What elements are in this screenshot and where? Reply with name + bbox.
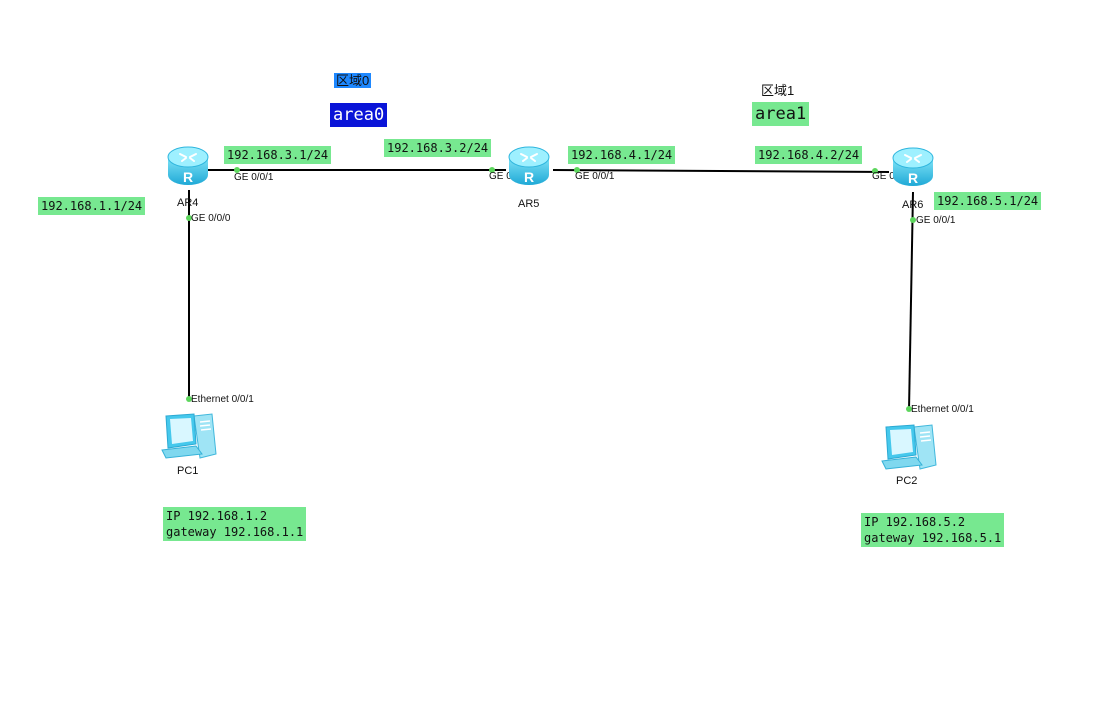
zone1-label: 区域1 bbox=[761, 83, 795, 98]
ip-label-ar4-ge000: 192.168.1.1/24 bbox=[38, 197, 146, 215]
device-name-ar6: AR6 bbox=[902, 199, 924, 211]
pc-pc1[interactable] bbox=[160, 410, 218, 460]
port-dot-ar6-ge001 bbox=[910, 217, 916, 223]
ip-label-ar4-ge001: 192.168.3.1/24 bbox=[224, 146, 332, 164]
zone0-label: 区域0 bbox=[334, 73, 372, 88]
ip-label-ar5-ge000: 192.168.3.2/24 bbox=[384, 139, 492, 157]
link-ar5-ar6 bbox=[552, 169, 890, 173]
device-name-ar5: AR5 bbox=[518, 198, 540, 210]
port-label-ar4-ge000: GE 0/0/0 bbox=[191, 213, 231, 224]
router-ar6[interactable]: R bbox=[889, 146, 937, 190]
port-label-ar4-ge001: GE 0/0/1 bbox=[234, 172, 274, 183]
area1-label: area1 bbox=[752, 102, 810, 126]
pc-pc2[interactable] bbox=[880, 421, 938, 471]
device-name-pc1: PC1 bbox=[177, 465, 199, 477]
port-label-ar6-ge000: GE 0/0/0 bbox=[872, 171, 912, 182]
router-icon: R bbox=[508, 146, 550, 185]
pc-icon bbox=[161, 413, 217, 459]
port-label-pc1-eth: Ethernet 0/0/1 bbox=[191, 394, 254, 405]
port-label-pc2-eth: Ethernet 0/0/1 bbox=[911, 404, 974, 415]
ip-label-ar6-ge000: 192.168.4.2/24 bbox=[755, 146, 863, 164]
port-label-ar5-ge000: GE 0/0/0 bbox=[489, 171, 529, 182]
router-ar5[interactable]: R bbox=[505, 145, 553, 189]
router-icon: R bbox=[167, 146, 209, 185]
pc1-info-label: IP 192.168.1.2 gateway 192.168.1.1 bbox=[163, 507, 307, 541]
svg-text:R: R bbox=[524, 169, 534, 185]
port-dot-ar5-ge001 bbox=[574, 167, 580, 173]
device-name-ar4: AR4 bbox=[177, 197, 199, 209]
pc-icon bbox=[881, 424, 937, 470]
port-dot-pc2-eth bbox=[906, 406, 912, 412]
port-dot-ar6-ge000 bbox=[872, 168, 878, 174]
svg-text:R: R bbox=[183, 169, 193, 185]
port-label-ar6-ge001: GE 0/0/1 bbox=[916, 215, 956, 226]
router-ar4[interactable]: R bbox=[164, 145, 212, 189]
port-dot-ar4-ge001 bbox=[234, 167, 240, 173]
pc2-info-label: IP 192.168.5.2 gateway 192.168.5.1 bbox=[861, 513, 1005, 547]
area0-label: area0 bbox=[330, 103, 388, 127]
link-ar6-pc2 bbox=[908, 191, 914, 411]
router-icon: R bbox=[892, 147, 934, 186]
device-name-pc2: PC2 bbox=[896, 475, 918, 487]
port-dot-ar5-ge000 bbox=[489, 167, 495, 173]
ip-label-ar5-ge001: 192.168.4.1/24 bbox=[568, 146, 676, 164]
port-dot-ar4-ge000 bbox=[186, 215, 192, 221]
svg-text:R: R bbox=[908, 170, 918, 186]
ip-label-ar6-ge001: 192.168.5.1/24 bbox=[934, 192, 1042, 210]
port-dot-pc1-eth bbox=[186, 396, 192, 402]
port-label-ar5-ge001: GE 0/0/1 bbox=[575, 171, 615, 182]
